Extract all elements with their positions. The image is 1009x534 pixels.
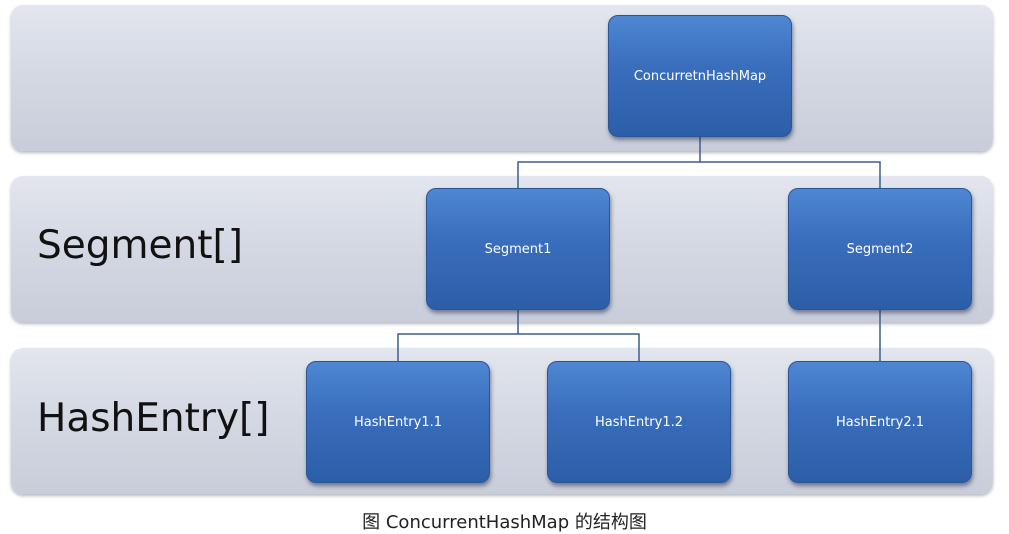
segment-array-label: Segment[]	[37, 223, 243, 268]
connector-segment1-hashentry12	[518, 333, 640, 361]
hashentry-2-1-node: HashEntry2.1	[788, 361, 972, 483]
hashentry-1-2-node: HashEntry1.2	[547, 361, 731, 483]
hashentry-1-1-node-label: HashEntry1.1	[353, 414, 443, 430]
hashentry-1-1-node: HashEntry1.1	[306, 361, 490, 483]
segment1-node: Segment1	[426, 188, 610, 310]
top-row-band	[11, 5, 993, 151]
segment2-node-label: Segment2	[846, 241, 914, 257]
connector-segment1-hashentry11	[397, 310, 519, 361]
hashentry-2-1-node-label: HashEntry2.1	[835, 414, 925, 430]
hashentry-array-label: HashEntry[]	[37, 396, 270, 441]
connector-root-segment1	[517, 137, 701, 188]
figure-caption: 图 ConcurrentHashMap 的结构图	[362, 512, 647, 533]
hashentry-1-2-node-label: HashEntry1.2	[594, 414, 684, 430]
concurrenthashmap-node-label: ConcurretnHashMap	[633, 68, 767, 84]
segment1-node-label: Segment1	[484, 241, 552, 257]
segment2-node: Segment2	[788, 188, 972, 310]
concurrenthashmap-node: ConcurretnHashMap	[608, 15, 792, 137]
connector-root-segment2	[700, 161, 881, 188]
